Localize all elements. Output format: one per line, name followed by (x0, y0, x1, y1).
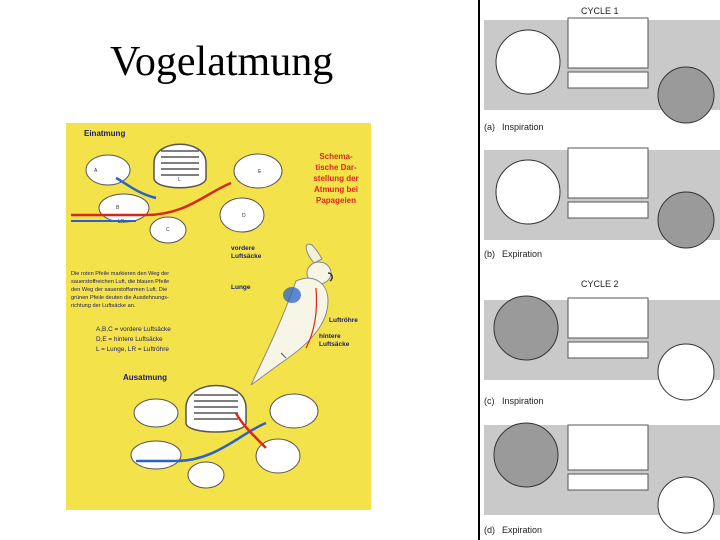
cycle2-label: CYCLE 2 (581, 279, 619, 289)
caption-letter: (a) (484, 122, 495, 132)
exhale-red-arrow (234, 412, 267, 449)
sac-a (133, 398, 179, 428)
legend-line: Die roten Pfeile markieren den Weg der (71, 271, 169, 277)
caption-text: Inspiration (502, 396, 544, 406)
exhale-diagram: Ausatmung (123, 373, 319, 489)
sac-d (255, 438, 301, 474)
label-front-sacs: Luftsäcke (231, 253, 262, 260)
sac-b (98, 193, 150, 223)
panel-a (484, 17, 720, 124)
caption-text: Expiration (502, 525, 542, 535)
sac-right (657, 343, 715, 401)
label-e: E (258, 169, 262, 175)
abbreviation-line: D,E = hintere Luftsäcke (96, 336, 163, 343)
sac-a (85, 154, 131, 186)
sac-b (130, 440, 182, 470)
sac-c (149, 216, 187, 244)
legend-line: den Weg der sauerstoffarmen Luft. Die (71, 287, 167, 293)
abbreviation-line: A,B,C = vordere Luftsäcke (96, 326, 171, 333)
parrot-lung-marker (283, 287, 301, 303)
sac-left (493, 295, 559, 361)
sac-left (493, 422, 559, 488)
abbreviation-line: L = Lunge, LR = Luftröhre (96, 346, 169, 353)
schematic-title-line: Schema- (319, 152, 353, 161)
bird-breathing-illustration: Einatmung A B C D E L LR Schema- tische … (66, 123, 371, 510)
label-a: A (94, 168, 98, 174)
panel-d (484, 422, 720, 534)
label-l: L (178, 177, 181, 183)
panel-b (484, 147, 720, 249)
caption-letter: (c) (484, 396, 495, 406)
label-c: C (166, 227, 170, 233)
caption-text: Inspiration (502, 122, 544, 132)
schematic-title: Schema- tische Dar- stellung der Atmung … (313, 152, 358, 205)
caption-letter: (b) (484, 249, 495, 259)
label-front-sacs: vordere (231, 245, 255, 252)
cycle1-label: CYCLE 1 (581, 6, 619, 16)
schematic-title-line: Atmung bei (314, 185, 358, 194)
legend-line: grünen Pfeile deuten die Ausdehnungs- (71, 295, 169, 301)
cycle-schematic: CYCLE 1 CYCLE 2 (a) Inspiration (b) Expi… (476, 0, 720, 540)
abbreviations: A,B,C = vordere Luftsäcke D,E = hintere … (96, 326, 171, 353)
exhale-label: Ausatmung (123, 373, 167, 382)
inhale-label: Einatmung (84, 129, 125, 138)
sac-left (495, 159, 561, 225)
schematic-title-line: stellung der (313, 174, 358, 183)
label-trachea: Luftröhre (329, 317, 358, 324)
sac-e (233, 153, 283, 189)
label-b: B (116, 205, 120, 211)
schematic-title-line: Papageien (316, 196, 356, 205)
caption-text: Expiration (502, 249, 542, 259)
sac-right (657, 66, 715, 124)
sac-c (187, 461, 225, 489)
sac-d (219, 197, 265, 233)
label-d: D (242, 213, 246, 219)
caption-letter: (d) (484, 525, 495, 535)
schematic-title-line: tische Dar- (315, 163, 357, 172)
sac-e (269, 393, 319, 429)
exhale-blue-arrow (136, 421, 267, 463)
sac-left (495, 29, 561, 95)
inhale-blue-arrow (115, 176, 157, 200)
inhale-diagram: Einatmung A B C D E L LR (71, 129, 283, 244)
legend-line: sauerstoffreichen Luft, die blauen Pfeil… (71, 279, 169, 285)
label-lung: Lunge (231, 284, 251, 291)
legend-line: richtung der Luftsäcke an. (71, 303, 136, 309)
panel-c (484, 295, 720, 401)
slide-title: Vogelatmung (110, 39, 334, 85)
inhale-red-arrow (71, 181, 232, 217)
label-rear-sacs: Luftsäcke (319, 341, 350, 348)
sac-right (657, 476, 715, 534)
label-rear-sacs: hintere (319, 333, 341, 340)
legend-text: Die roten Pfeile markieren den Weg der s… (71, 271, 169, 309)
sac-right (657, 191, 715, 249)
parrot-illustration (250, 243, 333, 386)
